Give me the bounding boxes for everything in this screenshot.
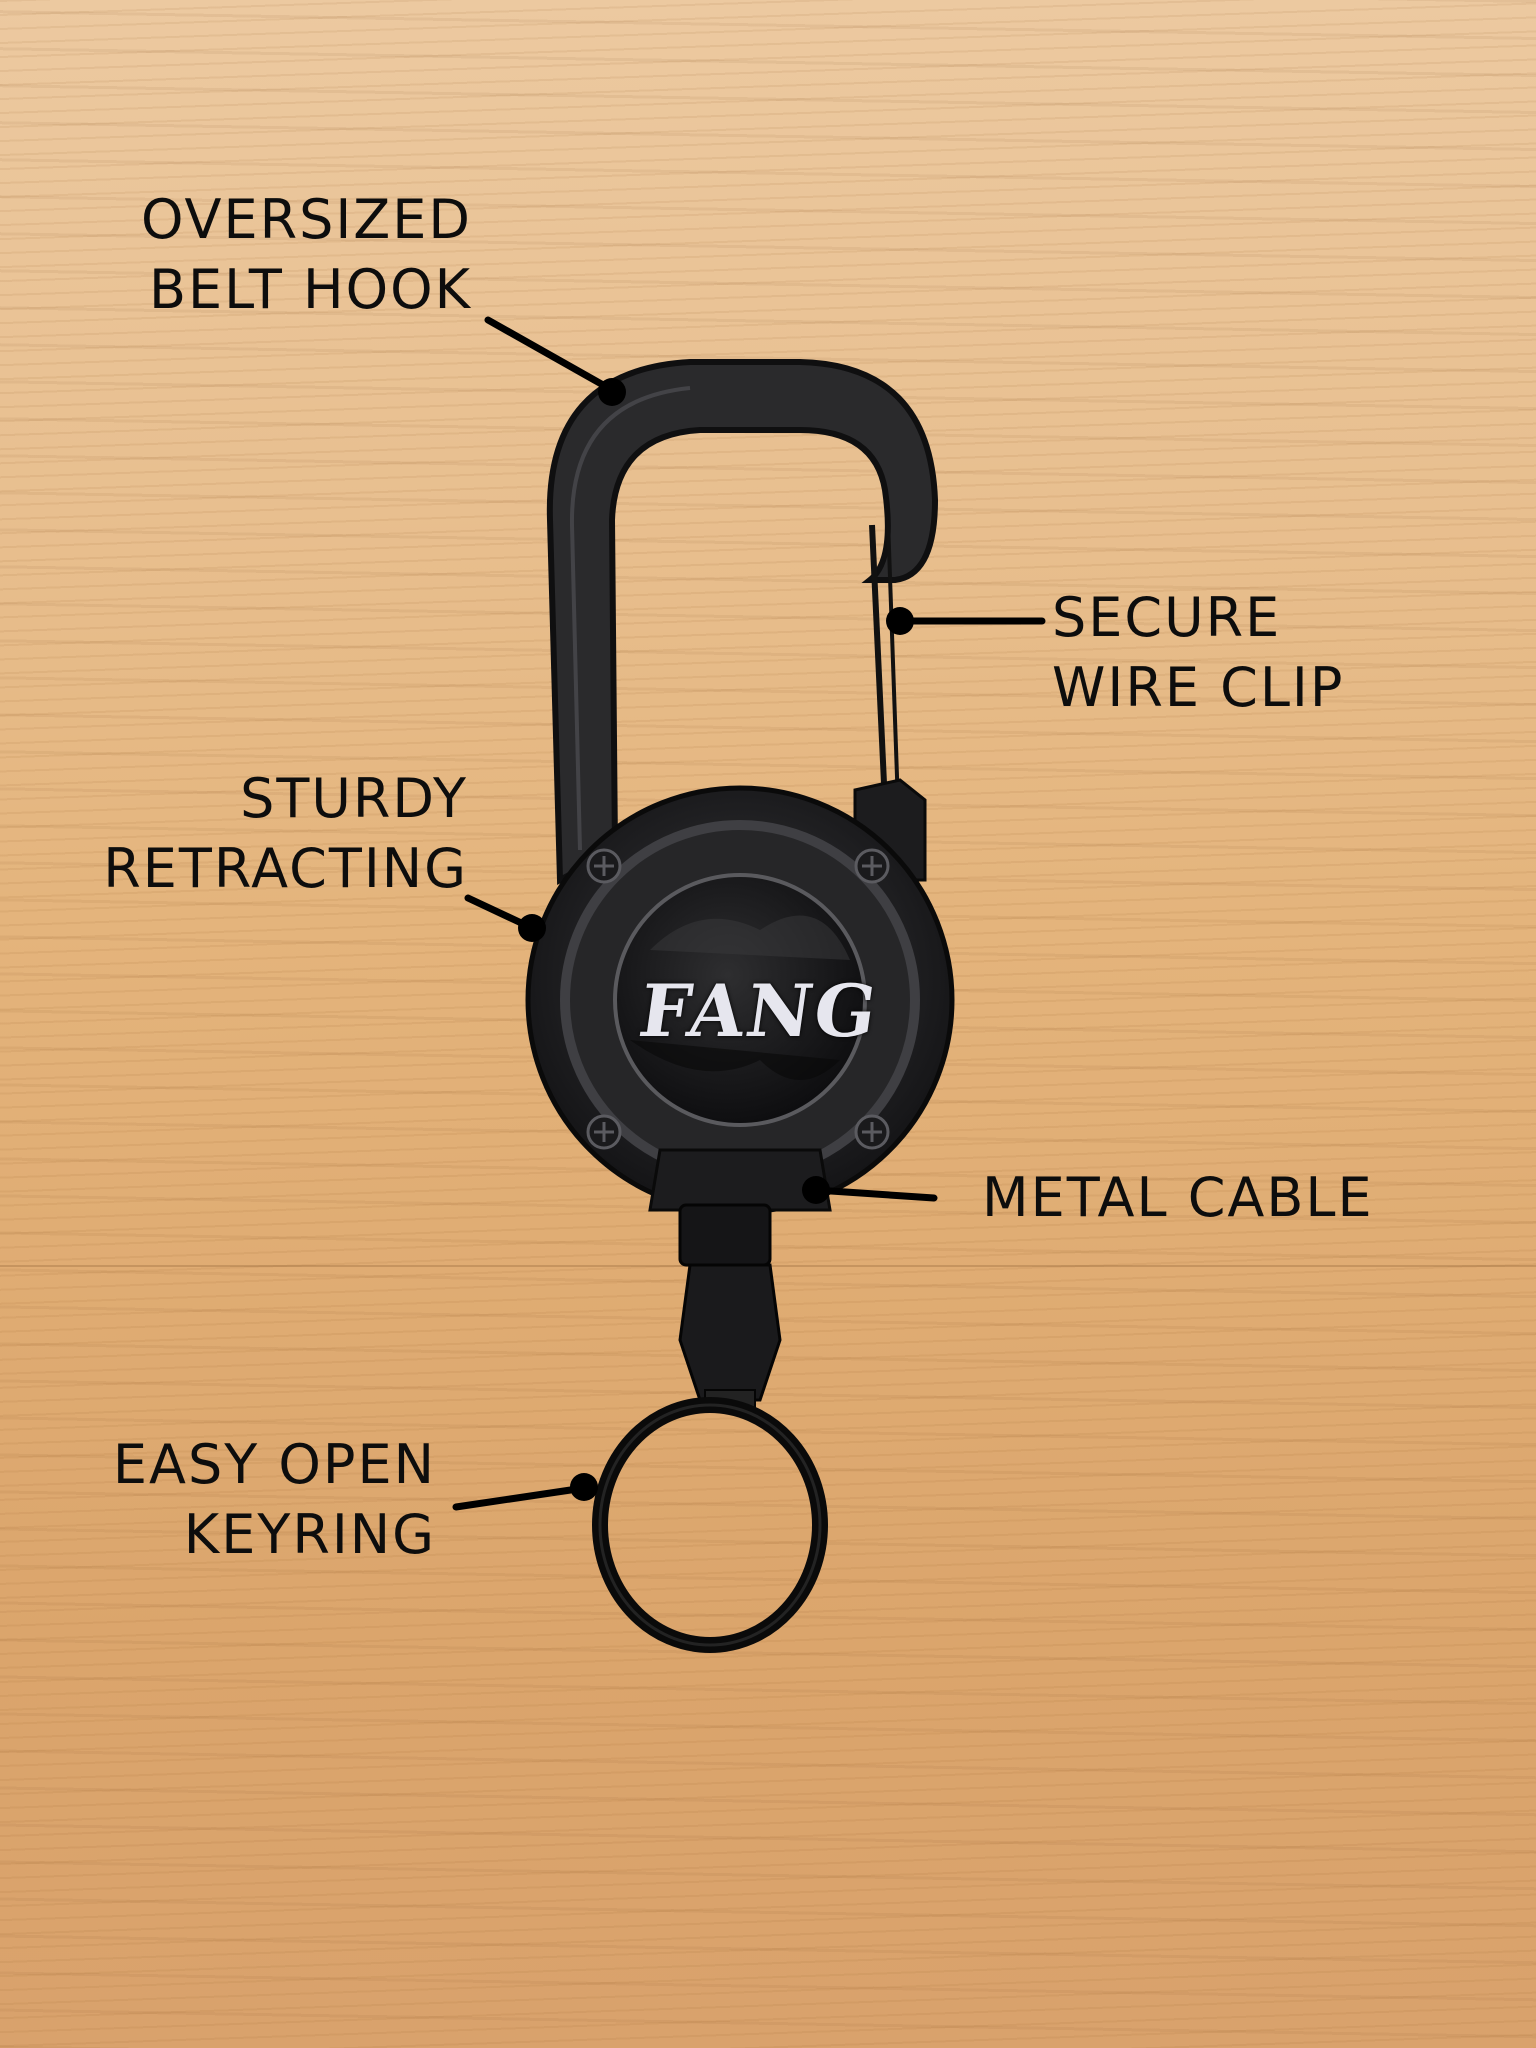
metal-cable — [678, 1203, 782, 1411]
callout-line-belt-hook — [484, 316, 626, 406]
brand-logo: FANG — [634, 968, 885, 1053]
screw-icon — [586, 848, 622, 884]
callout-line-text: METAL CABLE — [982, 1166, 1374, 1229]
belt-hook — [546, 359, 939, 885]
callout-line-keyring — [452, 1473, 598, 1511]
callout-line-wire-clip — [886, 607, 1046, 635]
callout-belt-hook: OVERSIZED BELT HOOK — [141, 185, 472, 325]
callout-retracting: STURDY RETRACTING — [103, 764, 468, 904]
callout-line-text: OVERSIZED — [140, 188, 472, 251]
screw-icon — [854, 1114, 890, 1150]
keyring — [592, 1397, 828, 1653]
callout-line-text: STURDY — [240, 767, 468, 830]
callout-line-text: RETRACTING — [103, 837, 468, 900]
callout-keyring: EASY OPEN KEYRING — [113, 1430, 436, 1570]
callout-wire-clip: SECURE WIRE CLIP — [1052, 583, 1344, 723]
callout-metal-cable: METAL CABLE — [982, 1163, 1374, 1233]
screw-icon — [854, 848, 890, 884]
callout-line-text: BELT HOOK — [149, 258, 472, 321]
screw-icon — [586, 1114, 622, 1150]
callout-line-retracting — [464, 894, 546, 942]
callout-line-metal-cable — [802, 1176, 938, 1204]
callout-line-text: EASY OPEN — [112, 1433, 436, 1496]
callout-line-text: WIRE CLIP — [1052, 656, 1345, 719]
callout-line-text: SECURE — [1052, 586, 1282, 649]
callout-line-text: KEYRING — [183, 1503, 436, 1566]
